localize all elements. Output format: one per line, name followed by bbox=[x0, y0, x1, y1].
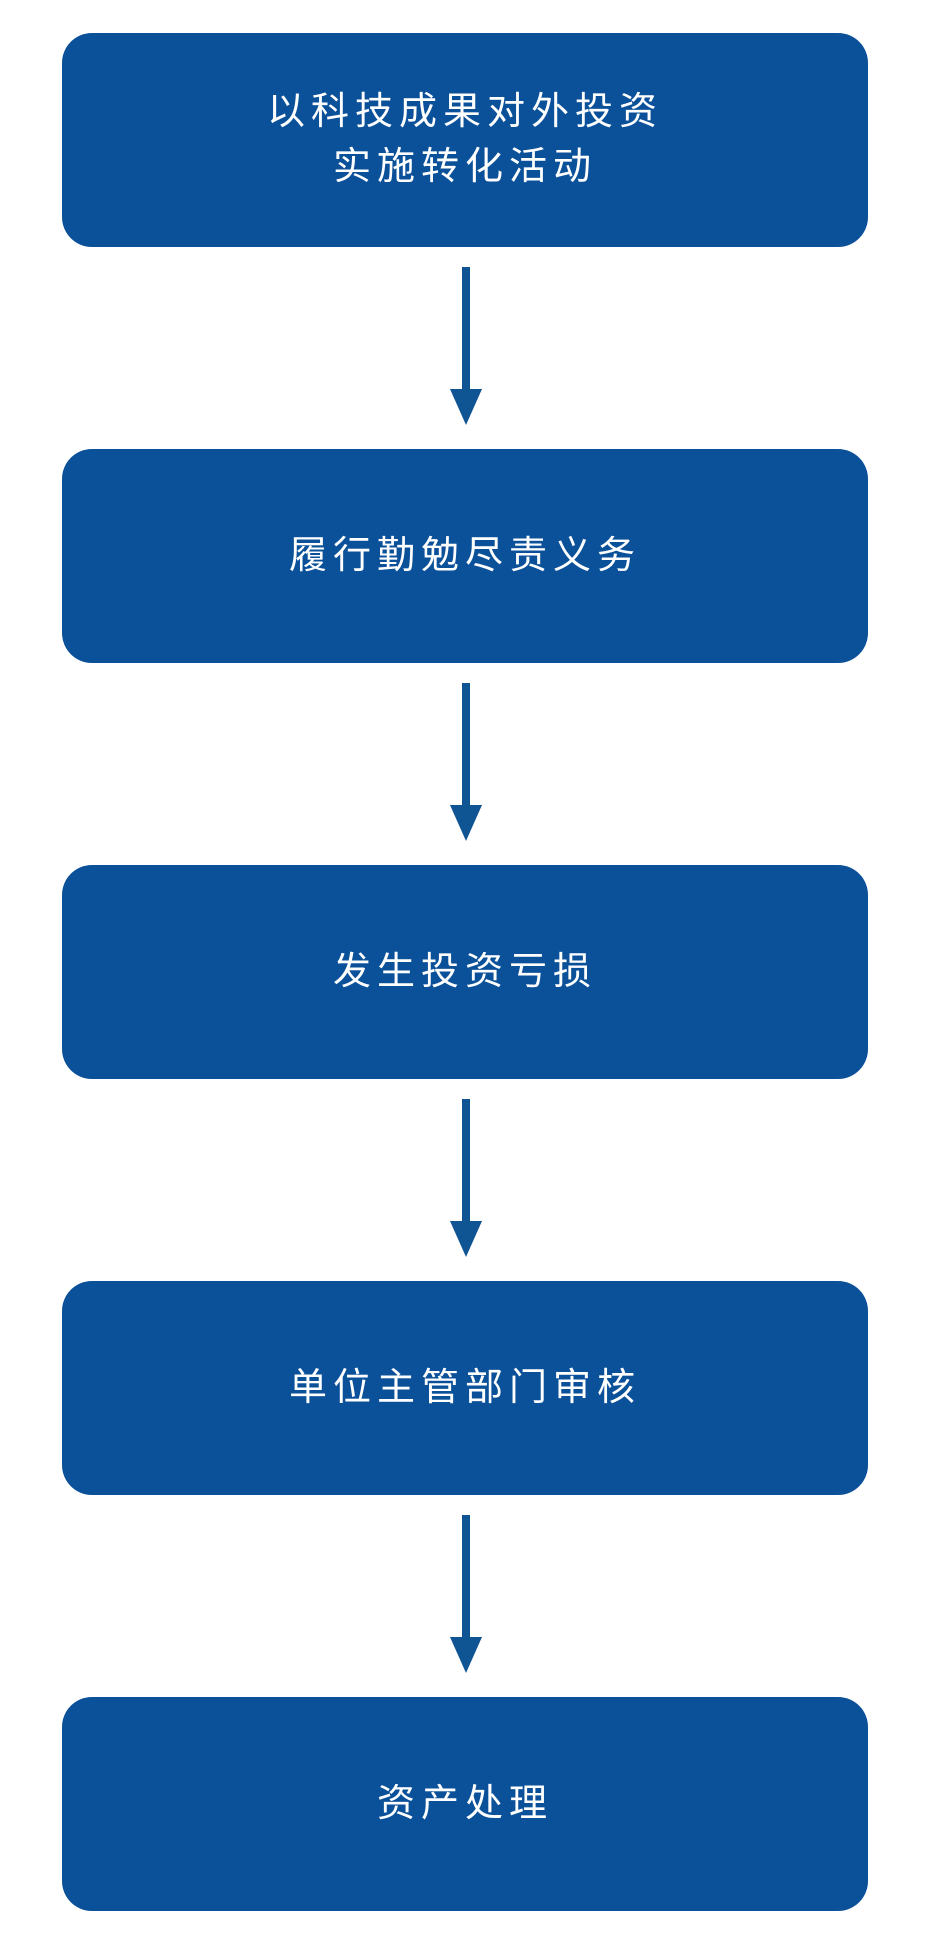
arrow-down-icon bbox=[450, 1515, 482, 1673]
arrow-head bbox=[450, 1221, 482, 1257]
flow-step-investment-loss: 发生投资亏损 bbox=[62, 865, 868, 1079]
flow-step-label-line: 以科技成果对外投资 bbox=[266, 91, 663, 133]
flow-step-label-line: 履行勤勉尽责义务 bbox=[288, 534, 641, 577]
arrow-down-icon bbox=[450, 1099, 482, 1257]
arrow-shaft bbox=[462, 1099, 470, 1221]
arrow-head bbox=[450, 1637, 482, 1673]
flow-step-label-line: 发生投资亏损 bbox=[332, 950, 597, 993]
arrow-head bbox=[450, 389, 482, 425]
flow-step-label-line: 实施转化活动 bbox=[332, 146, 597, 188]
arrow-down-icon bbox=[450, 267, 482, 425]
flow-step-duty-of-diligence: 履行勤勉尽责义务 bbox=[62, 449, 868, 663]
arrow-shaft bbox=[462, 683, 470, 805]
flow-step-label-line: 资产处理 bbox=[376, 1782, 553, 1825]
arrow-shaft bbox=[462, 267, 470, 389]
arrow-shaft bbox=[462, 1515, 470, 1637]
arrow-down-icon bbox=[450, 683, 482, 841]
flow-step-label-line: 单位主管部门审核 bbox=[288, 1366, 641, 1409]
flow-step-department-review: 单位主管部门审核 bbox=[62, 1281, 868, 1495]
arrow-head bbox=[450, 805, 482, 841]
flow-step-invest-with-tech-achievements: 以科技成果对外投资 实施转化活动 bbox=[62, 33, 868, 247]
flow-step-asset-disposal: 资产处理 bbox=[62, 1697, 868, 1911]
